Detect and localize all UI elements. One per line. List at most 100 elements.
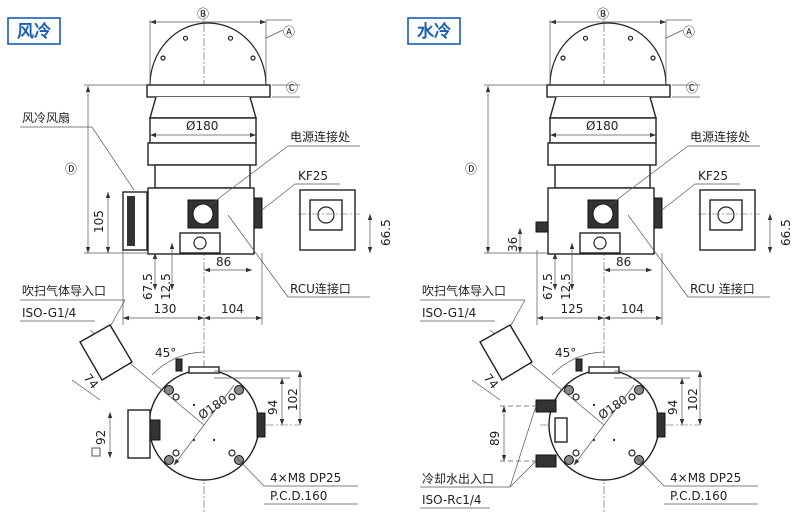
mount-bolt [164, 455, 174, 465]
arrowhead [204, 267, 210, 273]
connector-fitting [575, 358, 583, 372]
top-connector [588, 366, 620, 374]
fan-label: 风冷风扇 [22, 110, 70, 125]
line [91, 126, 135, 191]
arrowhead [501, 455, 507, 461]
pump-body-mid [147, 142, 257, 166]
dim-74 [71, 379, 101, 401]
arrowhead [107, 452, 113, 458]
arrowhead [198, 315, 204, 321]
pump-body-neck [554, 164, 651, 189]
dim-12-5-label: 12.5 [559, 273, 573, 300]
rcu-label: RCU连接口 [290, 281, 351, 296]
water-fitting-lower [535, 454, 557, 468]
water-port-label: 冷却水出入口 [422, 472, 494, 486]
arrowhead [537, 315, 543, 321]
dim-66-5-label: 66.5 [779, 219, 793, 246]
bolt-hole [582, 35, 589, 41]
threaded-hole [228, 393, 236, 401]
line [661, 183, 696, 211]
pump-body-upper [549, 117, 657, 144]
dim-right-width-label: 104 [621, 302, 644, 316]
arrowhead [604, 315, 610, 321]
arrowhead [552, 284, 558, 290]
arrowhead [697, 371, 703, 377]
arrowhead [656, 315, 662, 321]
arrowhead [598, 315, 604, 321]
cooling-fan-grille [127, 196, 135, 246]
arrowhead [107, 412, 113, 418]
angle-label: 45° [155, 346, 176, 360]
power-connector-face [592, 203, 614, 225]
purge-thread-label: ISO-G1/4 [22, 306, 76, 320]
body-cone [149, 96, 257, 119]
kf25-port [653, 197, 663, 229]
inlet-dome-outline [149, 22, 267, 86]
arrowhead [256, 315, 262, 321]
dim-86-label: 86 [216, 255, 231, 269]
label-d: Ⓓ [65, 162, 77, 176]
dim-left-width-label: 130 [154, 302, 177, 316]
arrowhead [246, 267, 252, 273]
label-c: Ⓒ [286, 81, 298, 95]
label-a: Ⓐ [683, 25, 695, 39]
arrowhead [279, 419, 285, 425]
water-thread-label: ISO-Rc1/4 [422, 493, 482, 507]
label-b: Ⓑ [197, 7, 209, 21]
panel-title: 风冷 [17, 21, 51, 42]
dim-66-5-label: 66.5 [379, 219, 393, 246]
purge-port [593, 236, 607, 250]
body-cone [549, 96, 657, 119]
arrowhead [174, 458, 180, 465]
title-box [407, 17, 461, 45]
threaded-hole [228, 449, 236, 457]
pcd-label: P.C.D.160 [270, 489, 327, 503]
threaded-hole [572, 393, 580, 401]
kf25-bottom-view [256, 412, 266, 438]
hole-spec-label: 4×M8 DP25 [270, 471, 341, 485]
arrowhead [550, 19, 556, 25]
arrowhead [569, 284, 575, 290]
label-a: Ⓐ [283, 25, 295, 39]
purge-inlet-pipe [479, 324, 533, 381]
kf25-bore [317, 206, 335, 224]
kf25-bore [717, 206, 735, 224]
mount-bolt [564, 455, 574, 465]
dim-67-5-label: 67.5 [541, 273, 555, 300]
arrowhead [297, 371, 303, 377]
arrowhead [660, 19, 666, 25]
purge-port-block [179, 232, 221, 254]
angle-arc [551, 351, 605, 376]
dim-86-label: 86 [616, 255, 631, 269]
dim-36-label: 36 [506, 237, 520, 252]
arrowhead [767, 247, 773, 253]
square-symbol [91, 447, 101, 457]
arrowhead [152, 253, 158, 259]
label-d: Ⓓ [465, 162, 477, 176]
dim-102-label: 102 [286, 388, 300, 411]
arrowhead [646, 267, 652, 273]
top-connector [188, 366, 220, 374]
inlet-flange [146, 84, 271, 98]
bolt-hole [160, 55, 166, 61]
pump-body-neck [154, 164, 251, 189]
label-b: Ⓑ [597, 7, 609, 21]
dim-67-5-label: 67.5 [141, 273, 155, 300]
mount-bolt [564, 385, 574, 395]
water-fitting-upper [535, 399, 557, 413]
bolt-hole [627, 35, 634, 41]
arrowhead [150, 132, 156, 138]
dim-94-label: 94 [266, 400, 280, 415]
arrowhead [501, 406, 507, 412]
line [627, 214, 689, 298]
arrowhead [679, 378, 685, 384]
bolt-hole [182, 35, 189, 41]
arrowhead [517, 228, 523, 234]
kf25-flange [709, 199, 743, 231]
power-connection-label: 电源连接处 [690, 129, 750, 144]
arrowhead [485, 86, 491, 92]
dim-89-label: 89 [488, 431, 502, 446]
